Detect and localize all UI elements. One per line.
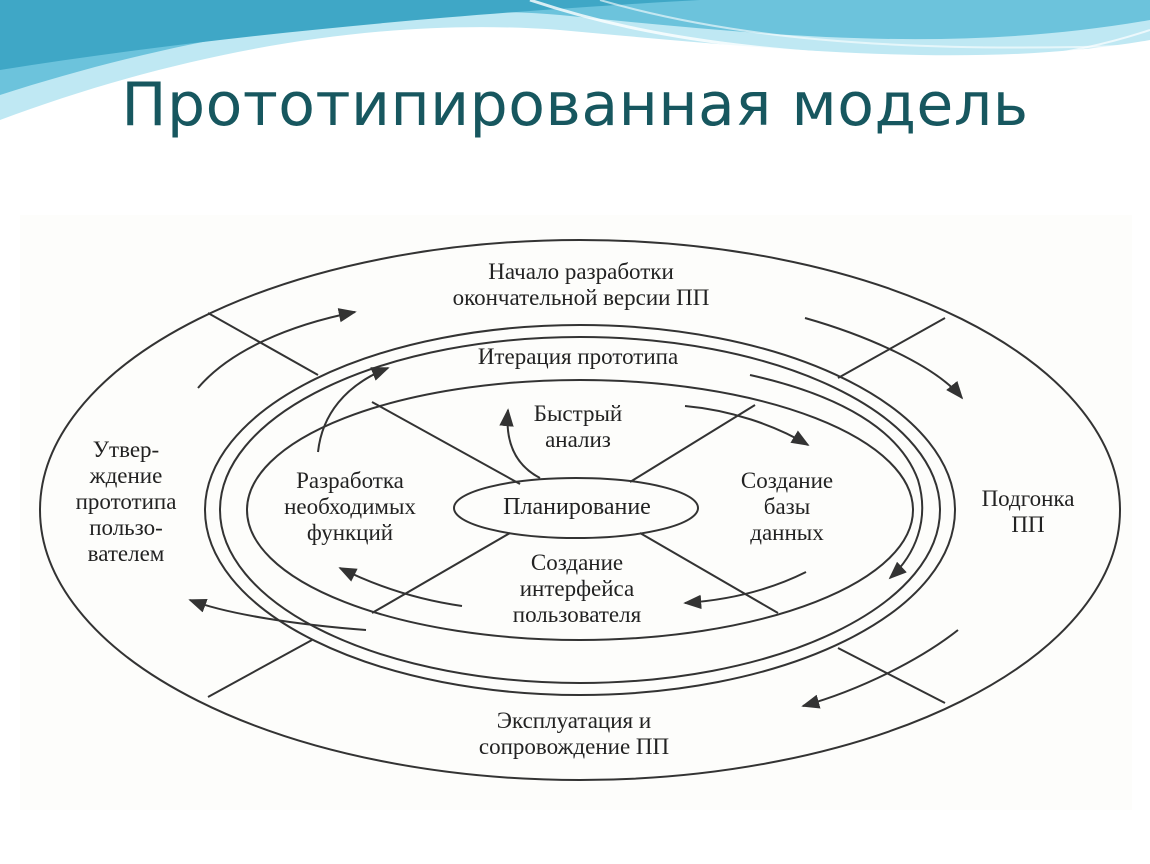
separator-inner-bl: [371, 532, 511, 614]
separator-outer-br: [837, 647, 946, 704]
label-operation-support: Эксплуатация и сопровождение ПП: [479, 708, 669, 760]
label-line: Подгонка: [981, 486, 1075, 511]
label-final-version-start: Начало разработки окончательной версии П…: [453, 259, 710, 311]
label-planning: Планирование: [503, 494, 651, 520]
label-prototype-iteration: Итерация прототипа: [477, 344, 679, 369]
arrow-outer-right: [804, 317, 964, 400]
label-line: ПП: [1011, 512, 1045, 537]
label-line: функций: [306, 520, 394, 545]
label-line: Разработка: [296, 468, 404, 493]
label-line: данных: [750, 520, 824, 545]
header-wave-decoration: [0, 0, 1150, 131]
outer-ring: [39, 239, 1121, 781]
slide-title: Прототипированная модель: [121, 70, 1029, 140]
label-line: окончательной версии ПП: [452, 285, 710, 310]
label-user-approval: Утвер- ждение прототипа пользо- вателем: [76, 437, 177, 567]
label-line: сопровождение ПП: [478, 734, 670, 759]
arrow-inner-bottom-left: [338, 567, 463, 607]
label-line: базы: [763, 494, 811, 519]
label-line: Начало разработки: [488, 259, 674, 284]
middle-ring-inner: [219, 336, 941, 684]
arrow-inner-bottom-right: [683, 571, 807, 610]
label-line: анализ: [545, 427, 611, 452]
separator-outer-bl: [207, 639, 313, 698]
inner-ring: [246, 379, 914, 641]
arrow-middle-left: [317, 367, 390, 453]
label-quick-analysis: Быстрый анализ: [534, 401, 622, 453]
label-software-fitting: Подгонка ПП: [982, 486, 1075, 538]
label-line: пользо-: [89, 515, 163, 540]
arrow-inner-top: [684, 405, 810, 446]
label-database-creation: Создание базы данных: [741, 468, 833, 546]
label-line: Эксплуатация и: [496, 708, 652, 733]
separator-outer-tl: [207, 312, 319, 376]
separator-inner-br: [639, 532, 779, 614]
label-line: Создание: [740, 468, 834, 493]
label-line: ждение: [89, 463, 163, 488]
label-line: вателем: [87, 541, 165, 566]
label-functions-development: Разработка необходимых функций: [284, 468, 416, 546]
label-line: Быстрый: [533, 401, 623, 426]
separator-outer-tr: [837, 317, 946, 379]
label-line: прототипа: [75, 489, 177, 514]
label-line: необходимых: [284, 494, 416, 519]
arrow-outer-left: [188, 598, 367, 631]
label-line: пользователя: [512, 602, 642, 627]
arrow-outer-bottom: [801, 629, 959, 709]
arrow-outer-top: [197, 308, 357, 389]
center-ellipse: [453, 477, 699, 539]
separator-inner-tr: [629, 404, 756, 483]
label-interface-creation: Создание интерфейса пользователя: [513, 550, 641, 628]
arrow-center-to-analysis: [499, 408, 541, 479]
separator-inner-tl: [371, 401, 521, 485]
middle-ring-outer: [204, 324, 956, 696]
arrow-middle-right: [749, 374, 924, 580]
label-line: Создание: [530, 550, 624, 575]
label-line: Утвер-: [92, 437, 160, 462]
label-line: интерфейса: [519, 576, 635, 601]
